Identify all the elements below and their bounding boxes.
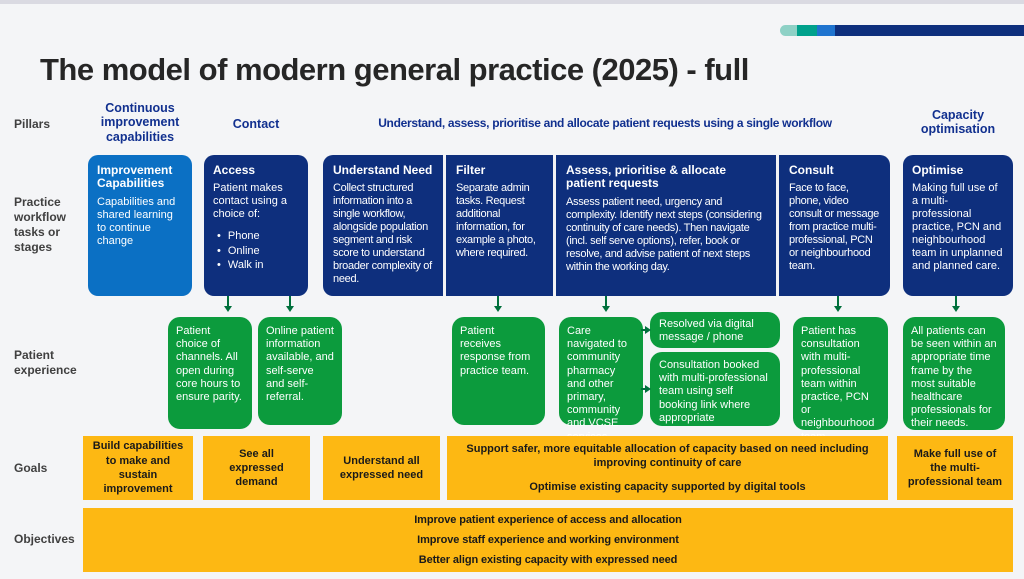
- goal-text: Make full use of the multi-professional …: [907, 447, 1003, 489]
- workflow-box-access: Access Patient makes contact using a cho…: [204, 155, 308, 296]
- workflow-box-title: Optimise: [912, 163, 964, 177]
- experience-box-response: Patient receives response from practice …: [452, 317, 545, 425]
- experience-box-consultation-booked: Consultation booked with multi-professio…: [650, 352, 780, 426]
- brand-bar-segment-teal-light: [780, 25, 797, 36]
- workflow-box-title: Understand Need: [333, 163, 433, 177]
- goal-box-understand-need: Understand all expressed need: [323, 436, 440, 500]
- goal-text: Understand all expressed need: [339, 454, 424, 481]
- down-arrow: [952, 296, 960, 312]
- down-arrow: [224, 296, 232, 312]
- page-title: The model of modern general practice (20…: [40, 52, 749, 87]
- goal-text: See all expressed demand: [229, 447, 284, 489]
- workflow-box-body: Face to face, phone, video consult or me…: [789, 182, 879, 273]
- window-top-strip: [0, 0, 1024, 4]
- objective-text: Improve patient experience of access and…: [414, 514, 682, 526]
- right-arrow: [641, 385, 651, 393]
- workflow-box-assess-prioritise-allocate: Assess, prioritise & allocate patient re…: [553, 155, 776, 296]
- objective-text: Improve staff experience and working env…: [417, 534, 679, 546]
- experience-box-online-information: Online patient information available, an…: [258, 317, 342, 425]
- access-channel-item: Online: [213, 244, 299, 258]
- goal-text: Optimise existing capacity supported by …: [529, 480, 806, 493]
- row-label-objectives: Objectives: [14, 532, 75, 546]
- pillar-single-workflow: Understand, assess, prioritise and alloc…: [378, 116, 832, 130]
- workflow-box-title: Assess, prioritise & allocate patient re…: [566, 163, 727, 191]
- workflow-box-body: Making full use of a multi-professional …: [912, 182, 1003, 273]
- right-arrow: [641, 326, 651, 334]
- goal-box-multi-professional-team: Make full use of the multi-professional …: [897, 436, 1013, 500]
- brand-bar-segment-blue: [817, 25, 835, 36]
- workflow-box-body: Collect structured information into a si…: [333, 182, 432, 286]
- goal-box-build-capabilities: Build capabilities to make and sustain i…: [83, 436, 193, 500]
- brand-bar-segment-navy: [835, 25, 1024, 36]
- workflow-box-body: Separate admin tasks. Request additional…: [456, 182, 536, 260]
- down-arrow: [494, 296, 502, 312]
- row-label-experience: Patient experience: [14, 348, 77, 377]
- experience-box-seen-in-time: All patients can be seen within an appro…: [903, 317, 1005, 430]
- goal-text: Build capabilities to make and sustain i…: [92, 440, 184, 496]
- down-arrow: [286, 296, 294, 312]
- row-label-pillars: Pillars: [14, 117, 51, 131]
- workflow-box-improvement-capabilities: Improvement Capabilities Capabilities an…: [88, 155, 192, 296]
- objectives-box: Improve patient experience of access and…: [83, 508, 1013, 572]
- pillar-contact: Contact: [232, 117, 280, 131]
- workflow-box-title: Filter: [456, 163, 486, 177]
- workflow-box-title: Consult: [789, 163, 834, 177]
- goal-text: Support safer, more equitable allocation…: [466, 443, 869, 470]
- workflow-box-filter: Filter Separate admin tasks. Request add…: [443, 155, 553, 296]
- access-channel-item: Phone: [213, 229, 299, 243]
- down-arrow: [602, 296, 610, 312]
- row-label-workflow: Practice workflow tasks or stages: [14, 195, 67, 254]
- workflow-box-title: Improvement Capabilities: [97, 163, 173, 191]
- experience-box-resolved-digital: Resolved via digital message / phone: [650, 312, 780, 348]
- workflow-box-understand-need: Understand Need Collect structured infor…: [323, 155, 443, 296]
- workflow-single-workflow-bar: Understand Need Collect structured infor…: [323, 155, 890, 296]
- pillar-continuous-improvement: Continuous improvement capabilities: [100, 101, 180, 144]
- workflow-box-body: Assess patient need, urgency and complex…: [566, 195, 762, 273]
- experience-box-care-navigated: Care navigated to community pharmacy and…: [559, 317, 643, 443]
- objective-text: Better align existing capacity with expr…: [418, 554, 678, 566]
- row-label-goals: Goals: [14, 461, 48, 475]
- access-channel-list: Phone Online Walk in: [213, 229, 299, 272]
- workflow-box-body: Capabilities and shared learning to cont…: [97, 195, 176, 247]
- workflow-box-optimise: Optimise Making full use of a multi-prof…: [903, 155, 1013, 296]
- brand-bar-segment-teal: [797, 25, 817, 36]
- down-arrow: [834, 296, 842, 312]
- experience-box-patient-consultation: Patient has consultation with multi-prof…: [793, 317, 888, 443]
- access-channel-item: Walk in: [213, 258, 299, 272]
- goal-box-capacity-allocation: Support safer, more equitable allocation…: [447, 436, 888, 500]
- brand-color-bar: [780, 25, 1024, 36]
- workflow-box-consult: Consult Face to face, phone, video consu…: [776, 155, 890, 296]
- workflow-box-body: Patient makes contact using a choice of:: [213, 182, 287, 221]
- goal-box-see-demand: See all expressed demand: [203, 436, 310, 500]
- workflow-box-title: Access: [213, 163, 256, 177]
- pillar-capacity-optimisation: Capacity optimisation: [920, 108, 996, 137]
- experience-box-patient-choice: Patient choice of channels. All open dur…: [168, 317, 252, 429]
